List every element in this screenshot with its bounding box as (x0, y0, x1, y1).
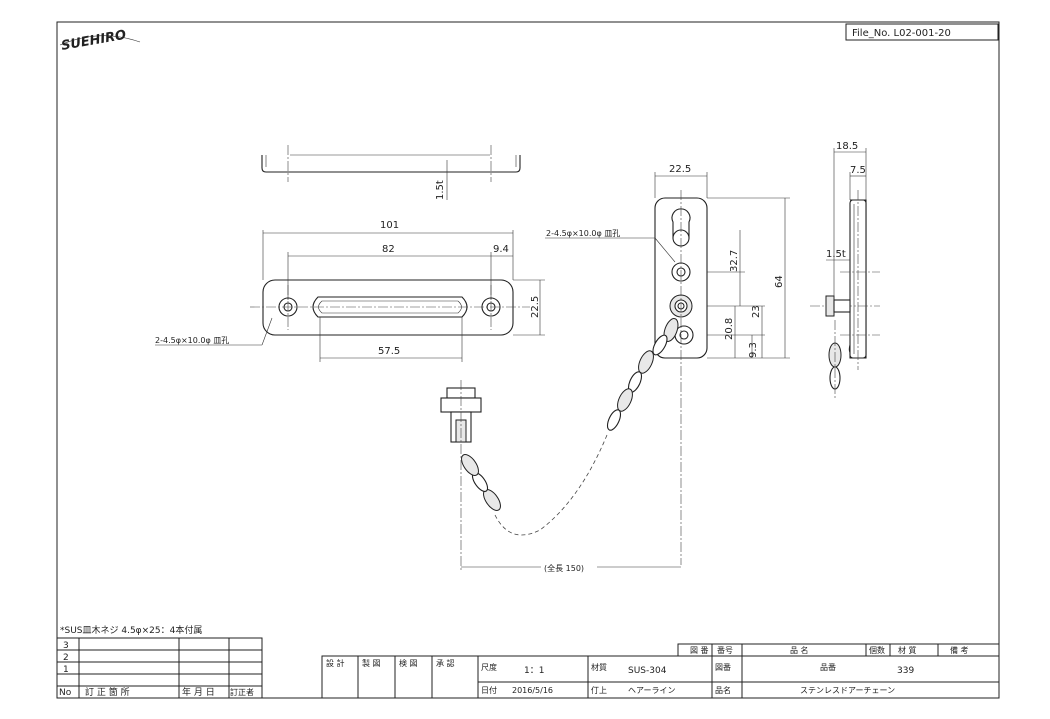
revision-table: 3 2 1 No 訂 正 箇 所 年 月 日 訂正者 (56, 637, 263, 699)
material-value: SUS-304 (628, 666, 667, 676)
slide-knob (440, 380, 482, 570)
dim-hole-pitch: 82 (382, 244, 395, 255)
parts-header-qty: 個数 (869, 645, 885, 655)
date-value: 2016/5/16 (512, 686, 553, 695)
dim-bracket-d4: 20.8 (724, 318, 735, 340)
date-label: 日付 (481, 685, 497, 695)
dim-bracket-width: 22.5 (669, 164, 691, 175)
file-no-box (845, 23, 999, 41)
suehiro-logo: SUEHIRO (59, 28, 141, 54)
material-label: 材質 (591, 662, 607, 672)
scale-label: 尺度 (481, 662, 497, 672)
plate-top-view: 1.5t (261, 145, 521, 200)
item-no-value: 339 (897, 666, 914, 676)
bracket-front-view: 22.5 32.7 64 23 20.8 9.3 2-4.5φ×10.0φ 皿孔 (545, 164, 790, 565)
file-no: File_No. L02-001-20 (852, 28, 951, 39)
dim-slot: 57.5 (378, 346, 400, 357)
dim-bracket-d3: 23 (751, 305, 762, 318)
plate-front-view: 101 82 9.4 22.5 57.5 2-4.5φ×10.0φ 皿孔 (155, 220, 545, 362)
chain (461, 318, 679, 536)
parts-header-drawing-no: 図 番 (690, 645, 709, 655)
title-block: 図 番 番号 品 名 個数 材 質 備 考 設 計 製 図 検 図 承 認 尺度… (321, 643, 1000, 699)
parts-header-name: 品 名 (790, 645, 809, 655)
parts-header-remarks: 備 考 (950, 645, 969, 655)
dim-chain-length: (全長 150) (544, 563, 584, 573)
role-approval: 承 認 (436, 658, 455, 668)
revision-row-3: 3 (63, 641, 69, 651)
revision-row-2: 2 (63, 653, 69, 663)
chain-length-dim: (全長 150) (461, 561, 681, 573)
dim-plate-height: 22.5 (530, 296, 541, 318)
revision-header-date: 年 月 日 (182, 686, 215, 698)
scale-value: 1：1 (524, 666, 544, 676)
logo-text: SUEHIRO (60, 28, 127, 54)
revision-header-location: 訂 正 箇 所 (85, 686, 130, 698)
finish-value: ヘアーライン (628, 686, 676, 695)
dim-bracket-d1: 32.7 (729, 250, 740, 272)
parts-header-material: 材 質 (898, 645, 917, 655)
revision-row-1: 1 (63, 665, 69, 675)
dim-side-thickness: 1.5t (826, 249, 846, 260)
dim-bracket-d2: 64 (774, 275, 785, 288)
revision-header-reviser: 訂正者 (230, 687, 254, 697)
finish-label: 仃上 (591, 685, 607, 695)
parts-header-number: 番号 (717, 645, 733, 655)
name-value: ステンレスドアーチェーン (800, 686, 895, 695)
bracket-hole-note: 2-4.5φ×10.0φ 皿孔 (546, 229, 620, 238)
name-label: 品名 (715, 685, 731, 695)
item-no-label: 品番 (820, 662, 836, 672)
drawing-no-label: 図番 (715, 662, 731, 672)
dim-side-w2: 7.5 (850, 165, 866, 176)
role-drafting: 製 図 (362, 658, 381, 668)
dim-side-w1: 18.5 (836, 141, 858, 152)
revision-header-no: No (59, 688, 72, 698)
side-view: 18.5 7.5 1.5t (810, 141, 880, 400)
role-design: 設 計 (326, 658, 345, 668)
dim-bracket-d5: 9.3 (748, 342, 759, 358)
screw-note: *SUS皿木ネジ 4.5φ×25：4本付属 (60, 624, 202, 636)
dim-overall: 101 (380, 220, 399, 231)
dim-edge-offset: 9.4 (493, 244, 509, 255)
role-checking: 検 図 (399, 658, 418, 668)
plate-hole-note: 2-4.5φ×10.0φ 皿孔 (155, 336, 229, 345)
dim-thickness-top: 1.5t (435, 180, 446, 200)
